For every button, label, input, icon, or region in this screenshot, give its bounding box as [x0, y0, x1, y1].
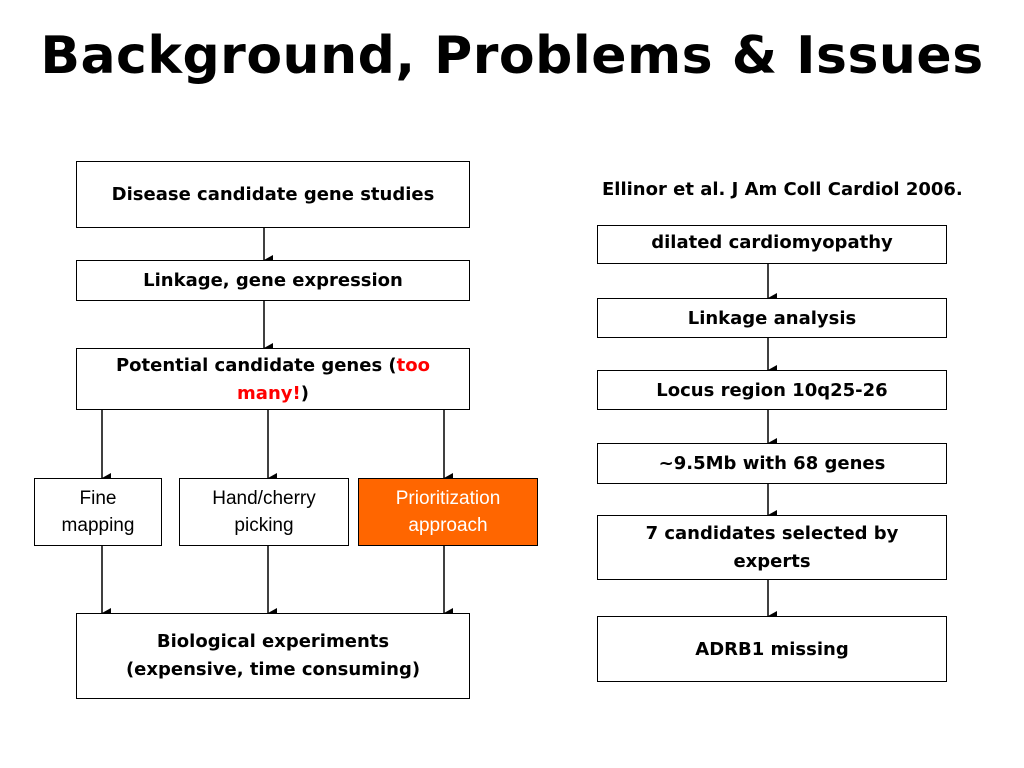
label-too-many: too many! [237, 355, 430, 404]
label-hand-cherry: Hand/cherry [212, 488, 316, 509]
label-expensive-time-consuming: (expensive, time consuming) [125, 659, 421, 680]
label-biological-experiments: Biological experiments [156, 631, 390, 652]
label-dilated-cardiomyopathy: dilated cardiomyopathy [651, 232, 893, 253]
label-linkage-analysis: Linkage analysis [687, 307, 857, 329]
label-picking: picking [234, 515, 294, 536]
citation-ellinor: Ellinor et al. J Am Coll Cardiol 2006. [602, 179, 963, 200]
box-disease-candidate-gene-studies: Disease candidate gene studies [76, 161, 470, 228]
label-linkage-expression: Linkage, gene expression [143, 270, 403, 291]
slide-title: Background, Problems & Issues [40, 26, 984, 86]
box-linkage-gene-expression: Linkage, gene expression [76, 260, 470, 301]
box-biological-experiments: Biological experiments (expensive, time … [76, 613, 470, 699]
label-disease-candidate: Disease candidate gene studies [111, 184, 435, 205]
box-dilated-cardiomyopathy: dilated cardiomyopathy [597, 225, 947, 264]
label-prioritization: Prioritization [395, 488, 501, 509]
label-genes-count: ~9.5Mb with 68 genes [658, 453, 886, 474]
label-potential-close: ) [300, 383, 309, 404]
box-locus-region: Locus region 10q25-26 [597, 370, 947, 410]
box-genes-count: ~9.5Mb with 68 genes [597, 443, 947, 484]
label-candidates-selected: 7 candidates selected by experts [645, 523, 899, 572]
box-candidates-selected: 7 candidates selected by experts [597, 515, 947, 580]
box-potential-candidate-genes: Potential candidate genes (too many!) [76, 348, 470, 410]
box-fine-mapping: Fine mapping [34, 478, 162, 546]
box-hand-cherry-picking: Hand/cherry picking [179, 478, 349, 546]
label-locus-region: Locus region 10q25-26 [656, 379, 888, 401]
box-linkage-analysis: Linkage analysis [597, 298, 947, 338]
box-adrb1-missing: ADRB1 missing [597, 616, 947, 682]
label-adrb1-missing: ADRB1 missing [695, 638, 849, 660]
label-approach: approach [408, 515, 488, 536]
label-mapping: mapping [61, 515, 135, 536]
potential-candidate-text: Potential candidate genes (too many!) [97, 352, 449, 408]
label-fine: Fine [79, 488, 117, 509]
box-prioritization-approach: Prioritization approach [358, 478, 538, 546]
label-potential-prefix: Potential candidate genes ( [115, 355, 397, 376]
